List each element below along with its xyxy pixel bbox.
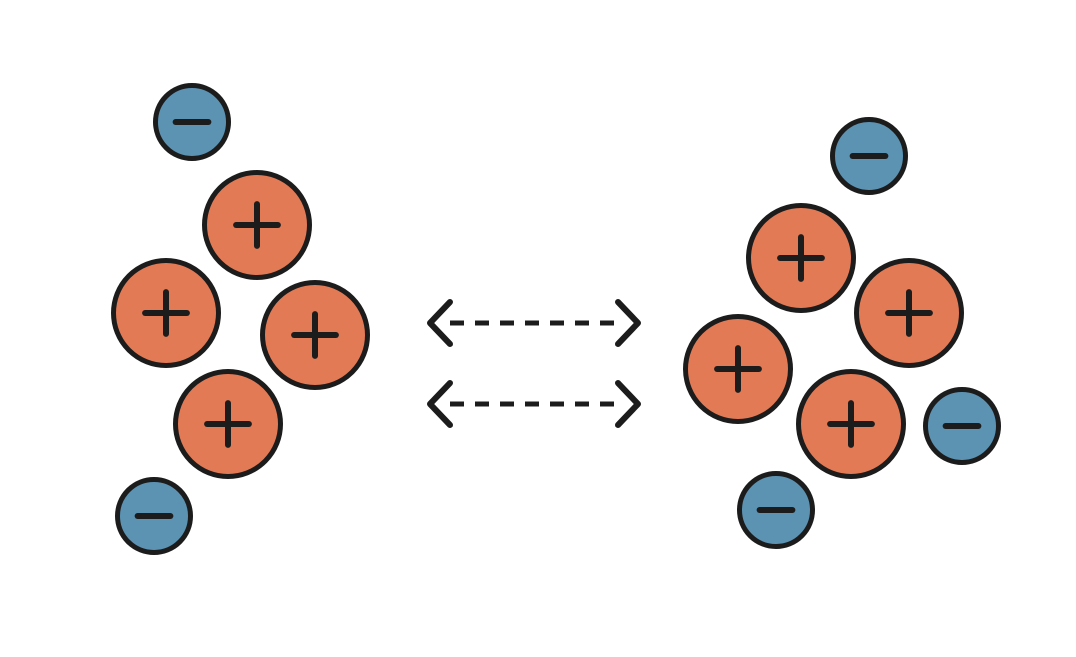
double-headed-dashed-arrow-1 (427, 380, 641, 428)
positive-ion-3 (683, 314, 793, 424)
positive-ion-2 (854, 258, 964, 368)
negative-ion-0 (830, 117, 908, 195)
positive-ion-1 (202, 170, 312, 280)
negative-ion-6 (737, 471, 815, 549)
arrowhead-right-icon (615, 299, 641, 347)
negative-ion-0 (153, 83, 231, 161)
exchange-arrows (427, 299, 641, 428)
positive-ion-4 (173, 369, 283, 479)
positive-ion-3 (260, 280, 370, 390)
arrowhead-left-icon (427, 380, 453, 428)
positive-ion-1 (746, 203, 856, 313)
left-particle-cluster (111, 83, 370, 555)
positive-ion-4 (796, 369, 906, 479)
negative-ion-5 (115, 477, 193, 555)
double-headed-dashed-arrow-0 (427, 299, 641, 347)
arrowhead-left-icon (427, 299, 453, 347)
positive-ion-2 (111, 258, 221, 368)
arrowhead-right-icon (615, 380, 641, 428)
negative-ion-5 (923, 387, 1001, 465)
right-particle-cluster (683, 117, 1001, 549)
